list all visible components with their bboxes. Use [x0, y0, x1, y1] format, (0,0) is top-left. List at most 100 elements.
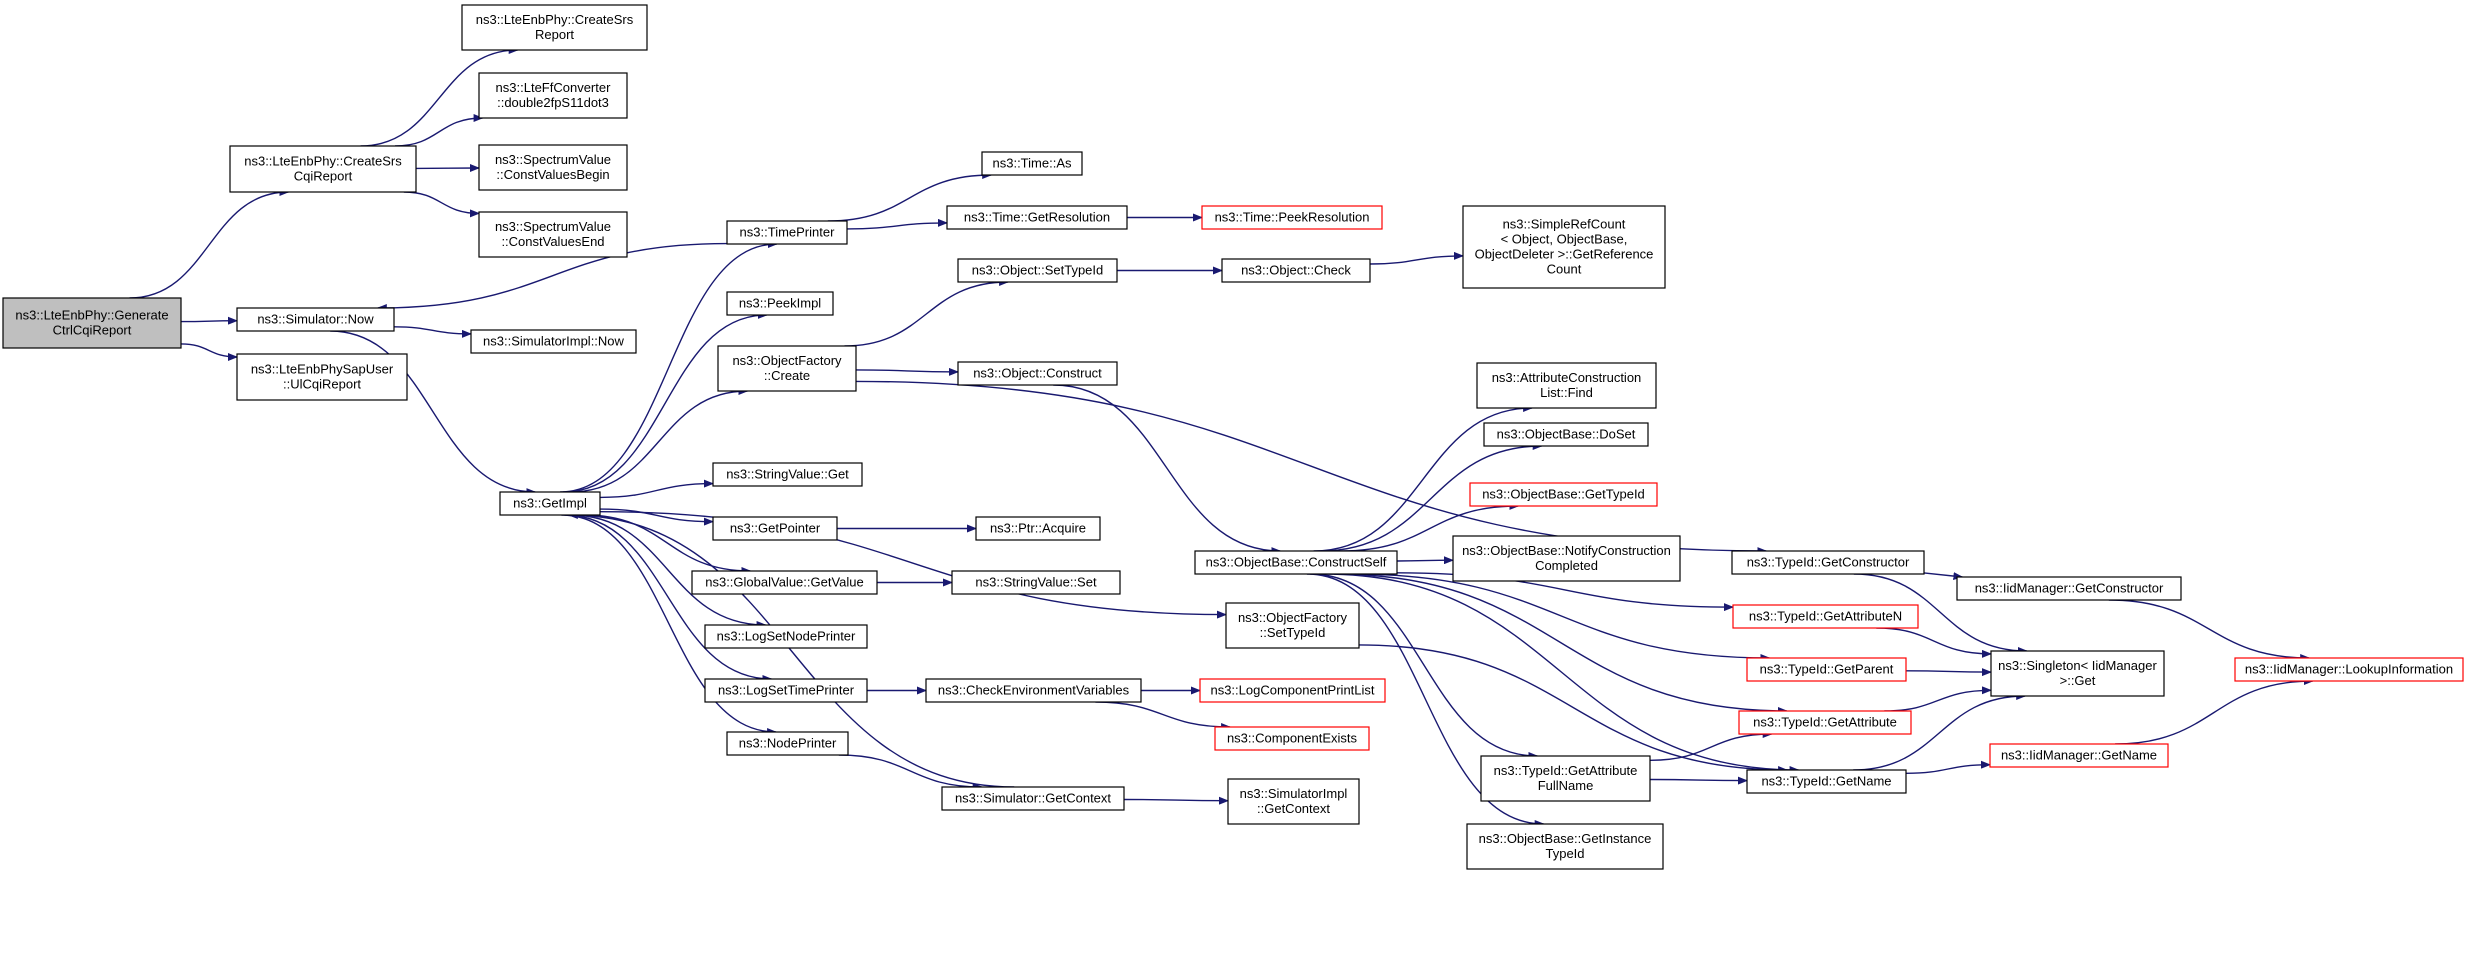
- function-node-n9[interactable]: ns3::GetImpl: [499, 491, 601, 516]
- node-box: [1199, 678, 1386, 703]
- node-box: [1466, 823, 1664, 870]
- node-box: [461, 4, 648, 51]
- node-label-line: ns3::ObjectFactory: [732, 353, 842, 368]
- node-label-line: ns3::Object::SetTypeId: [972, 263, 1104, 278]
- function-node-n24[interactable]: ns3::SimpleRefCount< Object, ObjectBase,…: [1462, 205, 1666, 289]
- call-edge-n39-n44: [1649, 730, 1773, 761]
- function-node-n25[interactable]: ns3::Object::Construct: [957, 361, 1118, 386]
- function-node-n3[interactable]: ns3::LteEnbPhySapUser::UlCqiReport: [236, 353, 408, 401]
- function-node-n49[interactable]: ns3::IidManager::LookupInformation: [2234, 657, 2464, 682]
- call-edge-n9-n10: [560, 240, 778, 493]
- function-node-n28[interactable]: ns3::CheckEnvironmentVariables: [925, 678, 1142, 703]
- node-label-line: ns3::StringValue::Get: [726, 467, 849, 482]
- call-edge-n39-n45: [1649, 776, 1748, 785]
- function-node-n37[interactable]: ns3::ObjectBase::GetTypeId: [1469, 482, 1658, 507]
- node-label-line: ns3::SimulatorImpl: [1240, 786, 1348, 801]
- call-edge-n33-n43: [1352, 573, 1771, 662]
- call-edge-n9-n18: [561, 514, 778, 736]
- node-box: [478, 144, 628, 191]
- function-node-n17[interactable]: ns3::LogSetTimePrinter: [704, 678, 868, 703]
- node-label-line: ns3::ObjectBase::GetInstance: [1479, 831, 1652, 846]
- function-node-n10[interactable]: ns3::TimePrinter: [726, 220, 848, 245]
- node-box: [1225, 602, 1360, 649]
- function-node-n46[interactable]: ns3::IidManager::GetConstructor: [1956, 576, 2182, 601]
- function-node-n38[interactable]: ns3::ObjectBase::NotifyConstructionCompl…: [1452, 535, 1681, 582]
- call-edge-n45-n48: [1905, 760, 1991, 774]
- node-label-line: ns3::CheckEnvironmentVariables: [938, 683, 1130, 698]
- node-box: [236, 353, 408, 401]
- call-edge-n44-n47: [1884, 686, 1992, 712]
- node-label-line: ns3::PeekImpl: [739, 296, 821, 311]
- node-label-line: ns3::Object::Check: [1241, 263, 1351, 278]
- call-edge-n31-n32: [1123, 796, 1229, 805]
- function-node-n22[interactable]: ns3::Object::SetTypeId: [957, 258, 1118, 283]
- call-edge-n1-n7: [403, 191, 480, 218]
- function-node-n13[interactable]: ns3::StringValue::Get: [712, 462, 863, 487]
- function-node-n7[interactable]: ns3::SpectrumValue::ConstValuesEnd: [478, 211, 628, 258]
- call-edge-n43-n47: [1905, 668, 1992, 677]
- function-node-n45[interactable]: ns3::TypeId::GetName: [1746, 769, 1907, 794]
- function-node-n6[interactable]: ns3::SpectrumValue::ConstValuesBegin: [478, 144, 628, 191]
- call-edge-n10-n2: [376, 242, 728, 312]
- function-node-n18[interactable]: ns3::NodePrinter: [726, 731, 849, 756]
- node-label-line: ns3::SpectrumValue: [495, 152, 611, 167]
- node-label-line: List::Find: [1540, 385, 1593, 400]
- function-node-n2[interactable]: ns3::Simulator::Now: [236, 307, 395, 332]
- node-label-line: ns3::ObjectBase::DoSet: [1497, 427, 1636, 442]
- function-node-n14[interactable]: ns3::GetPointer: [712, 516, 838, 541]
- function-node-n8[interactable]: ns3::SimulatorImpl::Now: [470, 329, 637, 354]
- function-node-n15[interactable]: ns3::GlobalValue::GetValue: [691, 570, 878, 595]
- function-node-n19[interactable]: ns3::Time::As: [981, 151, 1083, 176]
- function-node-n34[interactable]: ns3::ObjectFactory::SetTypeId: [1225, 602, 1360, 649]
- call-edge-n45-n47: [1853, 692, 2027, 771]
- node-box: [1476, 362, 1657, 409]
- node-label-line: FullName: [1538, 778, 1594, 793]
- function-node-n32[interactable]: ns3::SimulatorImpl::GetContext: [1227, 778, 1360, 825]
- node-label-line: Count: [1547, 262, 1582, 277]
- node-box: [712, 516, 838, 541]
- function-node-n29[interactable]: ns3::LogComponentPrintList: [1199, 678, 1386, 703]
- function-node-n42[interactable]: ns3::TypeId::GetAttributeN: [1732, 604, 1919, 629]
- function-node-n12[interactable]: ns3::ObjectFactory::Create: [717, 345, 857, 392]
- function-node-n26[interactable]: ns3::Ptr::Acquire: [975, 516, 1101, 541]
- node-box: [2234, 657, 2464, 682]
- function-node-n44[interactable]: ns3::TypeId::GetAttribute: [1738, 710, 1912, 735]
- call-edge-n34-n45: [1358, 644, 1789, 774]
- function-node-n33[interactable]: ns3::ObjectBase::ConstructSelf: [1194, 550, 1398, 575]
- function-node-n30[interactable]: ns3::ComponentExists: [1214, 726, 1370, 751]
- function-node-n20[interactable]: ns3::Time::GetResolution: [946, 205, 1128, 230]
- node-box: [704, 624, 868, 649]
- function-node-n27[interactable]: ns3::StringValue::Set: [951, 570, 1121, 595]
- function-node-n36[interactable]: ns3::ObjectBase::DoSet: [1483, 422, 1649, 447]
- node-label-line: CtrlCqiReport: [53, 323, 132, 338]
- node-label-line: ns3::Time::GetResolution: [964, 210, 1110, 225]
- node-label-line: TypeId: [1545, 846, 1584, 861]
- node-label-line: ns3::LteEnbPhy::CreateSrs: [244, 154, 402, 169]
- call-edge-n9-n17: [564, 514, 773, 683]
- call-edge-n46-n49: [2108, 599, 2311, 662]
- function-node-n11[interactable]: ns3::PeekImpl: [726, 291, 834, 316]
- node-box: [957, 361, 1118, 386]
- function-node-n31[interactable]: ns3::Simulator::GetContext: [941, 786, 1125, 811]
- function-node-n16[interactable]: ns3::LogSetNodePrinter: [704, 624, 868, 649]
- function-node-n23[interactable]: ns3::Object::Check: [1221, 258, 1371, 283]
- function-node-n48[interactable]: ns3::IidManager::GetName: [1989, 743, 2169, 768]
- node-label-line: ns3::TypeId::GetAttributeN: [1749, 609, 1902, 624]
- node-label-line: ns3::Singleton< IidManager: [1998, 658, 2157, 673]
- node-box: [717, 345, 857, 392]
- node-box: [1732, 604, 1919, 629]
- function-node-n5[interactable]: ns3::LteFfConverter::double2fpS11dot3: [478, 72, 628, 119]
- function-node-n21[interactable]: ns3::Time::PeekResolution: [1201, 205, 1383, 230]
- call-edge-n0-n1: [129, 188, 290, 299]
- function-node-n43[interactable]: ns3::TypeId::GetParent: [1746, 657, 1907, 682]
- node-box: [691, 570, 878, 595]
- function-node-n41[interactable]: ns3::TypeId::GetConstructor: [1731, 550, 1925, 575]
- function-node-n47[interactable]: ns3::Singleton< IidManager>::Get: [1990, 650, 2165, 697]
- node-label-line: ns3::GlobalValue::GetValue: [705, 575, 864, 590]
